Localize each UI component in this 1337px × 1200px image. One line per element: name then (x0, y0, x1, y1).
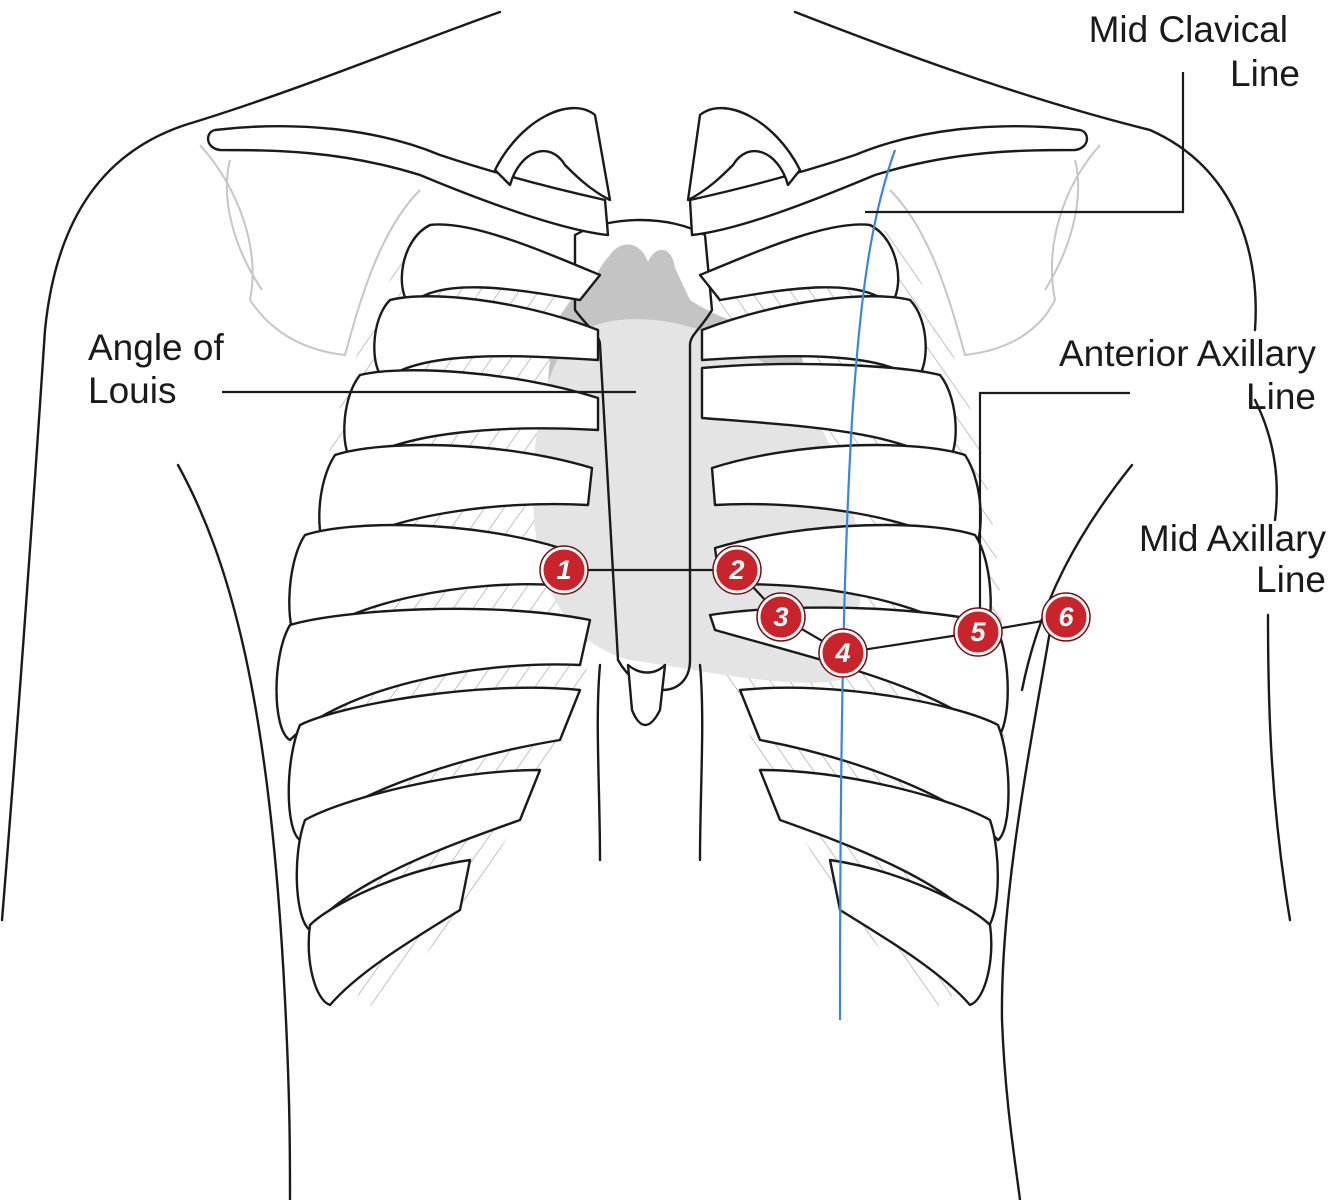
label-anterior-axillary-line-2: Line (1246, 376, 1316, 417)
electrode-v3: 3 (756, 592, 806, 642)
right-ribs (698, 223, 1010, 1007)
first-ribs (493, 106, 802, 202)
clavicles (206, 124, 1089, 237)
electrode-v2: 2 (712, 545, 762, 595)
electrode-v4-label: 4 (834, 638, 850, 668)
electrode-v3-label: 3 (773, 602, 788, 632)
costal-cartilage (596, 663, 704, 862)
electrode-v5-label: 5 (970, 617, 986, 647)
electrode-v5: 5 (953, 607, 1003, 657)
leader-lines (222, 72, 1185, 620)
mid-clavicular-line (838, 149, 897, 1021)
label-angle-of-louis: Angle of Louis (88, 327, 224, 411)
label-angle-of-louis-2: Louis (88, 370, 176, 411)
torso-outline (0, 10, 1292, 1200)
electrode-v2-label: 2 (728, 555, 744, 585)
electrode-v6: 6 (1041, 592, 1091, 642)
electrode-v6-label: 6 (1058, 602, 1074, 632)
label-angle-of-louis-1: Angle of (88, 327, 224, 368)
label-anterior-axillary-line-1: Anterior Axillary (1059, 333, 1317, 374)
mid-clavicular-leader (865, 72, 1185, 214)
left-ribs (275, 223, 602, 1007)
electrode-v1: 1 (539, 545, 589, 595)
scapula-outlines (199, 144, 1101, 357)
label-mid-axillary-line: Mid Axillary Line (1139, 518, 1327, 600)
label-mid-axillary-line-1: Mid Axillary (1139, 518, 1327, 559)
label-mid-clavicular-line: Mid Clavical Line (1089, 9, 1300, 94)
electrode-v4: 4 (818, 628, 868, 678)
label-anterior-axillary-line: Anterior Axillary Line (1059, 333, 1317, 417)
anterior-axillary-leader (978, 391, 1130, 620)
label-mid-axillary-line-2: Line (1256, 559, 1326, 600)
electrode-v1-label: 1 (556, 555, 571, 585)
label-mid-clavicular-line-2: Line (1230, 53, 1300, 94)
label-mid-clavicular-line-1: Mid Clavical (1089, 9, 1288, 50)
